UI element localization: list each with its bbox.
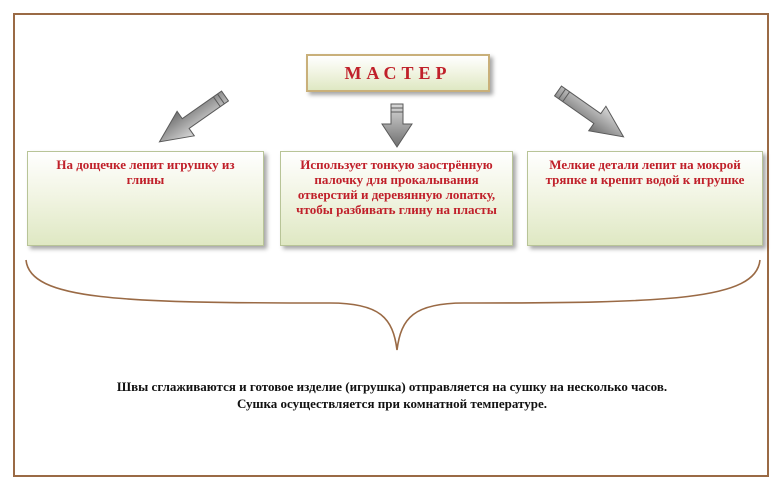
conclusion-line-2: Сушка осуществляется при комнатной темпе… <box>236 396 548 411</box>
conclusion-line-1: Швы сглаживаются и готовое изделие (игру… <box>116 379 668 394</box>
arrow-down-icon <box>381 103 413 148</box>
card-small-details: Мелкие детали лепит на мокрой тряпке и к… <box>527 151 763 246</box>
card-clay-board: На дощечке лепит игрушку из глины <box>27 151 264 246</box>
master-label: МАСТЕР <box>344 62 452 83</box>
arrow-right-down-icon <box>553 85 625 138</box>
card-text: Мелкие детали лепит на мокрой тряпке и к… <box>545 157 745 187</box>
master-box: МАСТЕР <box>306 54 490 92</box>
conclusion-text: Швы сглаживаются и готовое изделие (игру… <box>60 378 724 412</box>
card-text: Использует тонкую заострённую палочку дл… <box>296 157 497 217</box>
card-text: На дощечке лепит игрушку из глины <box>56 157 235 187</box>
card-tools: Использует тонкую заострённую палочку дл… <box>280 151 513 246</box>
curly-brace <box>25 259 761 351</box>
arrow-left-down-icon <box>158 90 230 143</box>
diagram-frame <box>13 13 769 477</box>
